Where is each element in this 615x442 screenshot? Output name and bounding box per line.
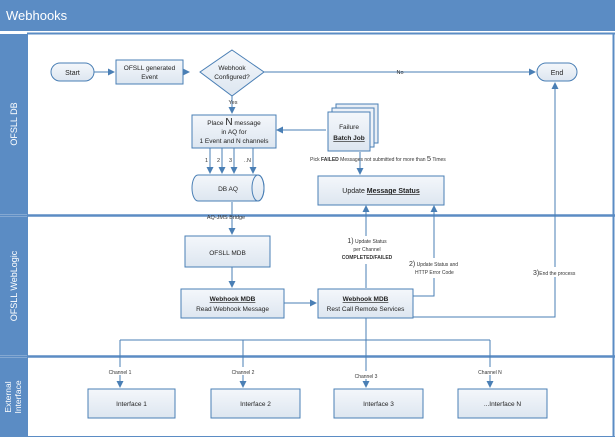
step-2-line2: HTTP Error Code	[415, 270, 454, 276]
channel-tick-n: ..N	[244, 158, 251, 164]
end-label: End	[551, 70, 564, 77]
ofsll-mdb-node: OFSLL MDB	[184, 235, 271, 268]
update-status-node: Update Message Status	[317, 175, 445, 206]
webhook-mdb-rest-node: Webhook MDB Rest Call Remote Services	[317, 288, 414, 319]
place-message-line1: Place N message	[207, 117, 261, 128]
db-aq-label: DB AQ	[218, 186, 238, 193]
channel-label-2: Channel 2	[232, 370, 255, 376]
interface-2-label: Interface 2	[240, 401, 271, 408]
channel-tick-3: 3	[229, 158, 232, 164]
lane-label-external-interface-line2: Interface	[13, 380, 23, 413]
lane-label-external-interface-line1: External	[3, 381, 13, 412]
webhook-mdb-rest-title: Webhook MDB	[343, 296, 389, 303]
step-2-line1: 2) Update Status and	[409, 261, 458, 268]
webhook-mdb-read-title: Webhook MDB	[210, 296, 256, 303]
db-aq-node: DB AQ	[191, 174, 265, 202]
no-label: No	[396, 70, 403, 76]
place-message-line2: in AQ for	[221, 129, 247, 136]
title-bar	[0, 0, 615, 31]
step-3-label: 3)End the process	[533, 270, 576, 277]
channel-tick-2: 2	[217, 158, 220, 164]
connectors	[94, 68, 559, 388]
interface-n-node: ...Interface N	[457, 388, 548, 419]
pick-failed-label: Pick FAILED Messages not submitted for m…	[310, 154, 446, 163]
step-2-annotation: 2) Update Status and HTTP Error Code	[407, 258, 469, 278]
webhook-mdb-rest-subtitle: Rest Call Remote Services	[327, 306, 405, 313]
interface-3-label: Interface 3	[363, 401, 394, 408]
arrow-rest-update-http	[413, 205, 438, 297]
decision-label-line1: Webhook	[218, 65, 246, 72]
step-1-line2: per Channel	[353, 247, 380, 253]
end-node: End	[536, 62, 578, 82]
interface-2-node: Interface 2	[210, 388, 301, 419]
failure-batch-line1: Failure	[339, 124, 359, 131]
event-label-line2: Event	[141, 74, 158, 81]
event-node: OFSLL generated Event	[115, 59, 184, 85]
step-1-line3: COMPLETED/FAILED	[342, 255, 393, 261]
decision-node: Webhook Configured?	[199, 49, 265, 97]
place-message-line3: 1 Event and N channels	[199, 138, 269, 145]
arrow-rest-end-process	[413, 82, 559, 318]
channel-label-n: Channel N	[478, 370, 502, 376]
step-1-line1: 1) Update Status	[347, 238, 387, 245]
step-1-annotation: 1) Update Status per Channel COMPLETED/F…	[337, 236, 397, 264]
swimlanes: OFSLL DB OFSLL WebLogic External Interfa…	[0, 32, 615, 437]
webhook-mdb-read-subtitle: Read Webhook Message	[196, 306, 269, 313]
step-3-annotation: 3)End the process	[531, 267, 587, 277]
lane-header-external-interface	[0, 358, 27, 437]
interface-3-node: Interface 3	[333, 388, 424, 419]
yes-label: Yes	[229, 100, 238, 106]
interface-n-label: ...Interface N	[484, 401, 522, 408]
failure-batch-node: Failure Batch Job	[327, 103, 379, 152]
aq-jms-bridge-label: AQ-JMS Bridge	[207, 215, 245, 221]
start-node: Start	[50, 62, 95, 82]
ofsll-mdb-label: OFSLL MDB	[209, 250, 246, 257]
lane-label-ofsll-weblogic: OFSLL WebLogic	[9, 250, 19, 321]
diagram-title: Webhooks	[6, 8, 68, 23]
interface-1-node: Interface 1	[87, 388, 176, 419]
update-status-label: Update Message Status	[342, 188, 420, 195]
webhook-mdb-read-node: Webhook MDB Read Webhook Message	[180, 288, 285, 319]
place-message-node: Place N message in AQ for 1 Event and N …	[191, 114, 277, 149]
lane-header-ofsll-weblogic	[0, 217, 27, 355]
interface-1-label: Interface 1	[116, 401, 147, 408]
failure-batch-line2: Batch Job	[333, 135, 364, 142]
decision-label-line2: Configured?	[214, 74, 250, 81]
lane-label-ofsll-db: OFSLL DB	[9, 102, 19, 145]
channel-label-1: Channel 1	[109, 370, 132, 376]
channel-label-3: Channel 3	[355, 374, 378, 380]
lane-header-ofsll-db	[0, 34, 27, 214]
channel-labels: Channel 1 Channel 2 Channel 3 Channel N	[106, 367, 504, 380]
event-label-line1: OFSLL generated	[124, 65, 176, 72]
channel-tick-1: 1	[205, 158, 208, 164]
start-label: Start	[65, 70, 80, 77]
